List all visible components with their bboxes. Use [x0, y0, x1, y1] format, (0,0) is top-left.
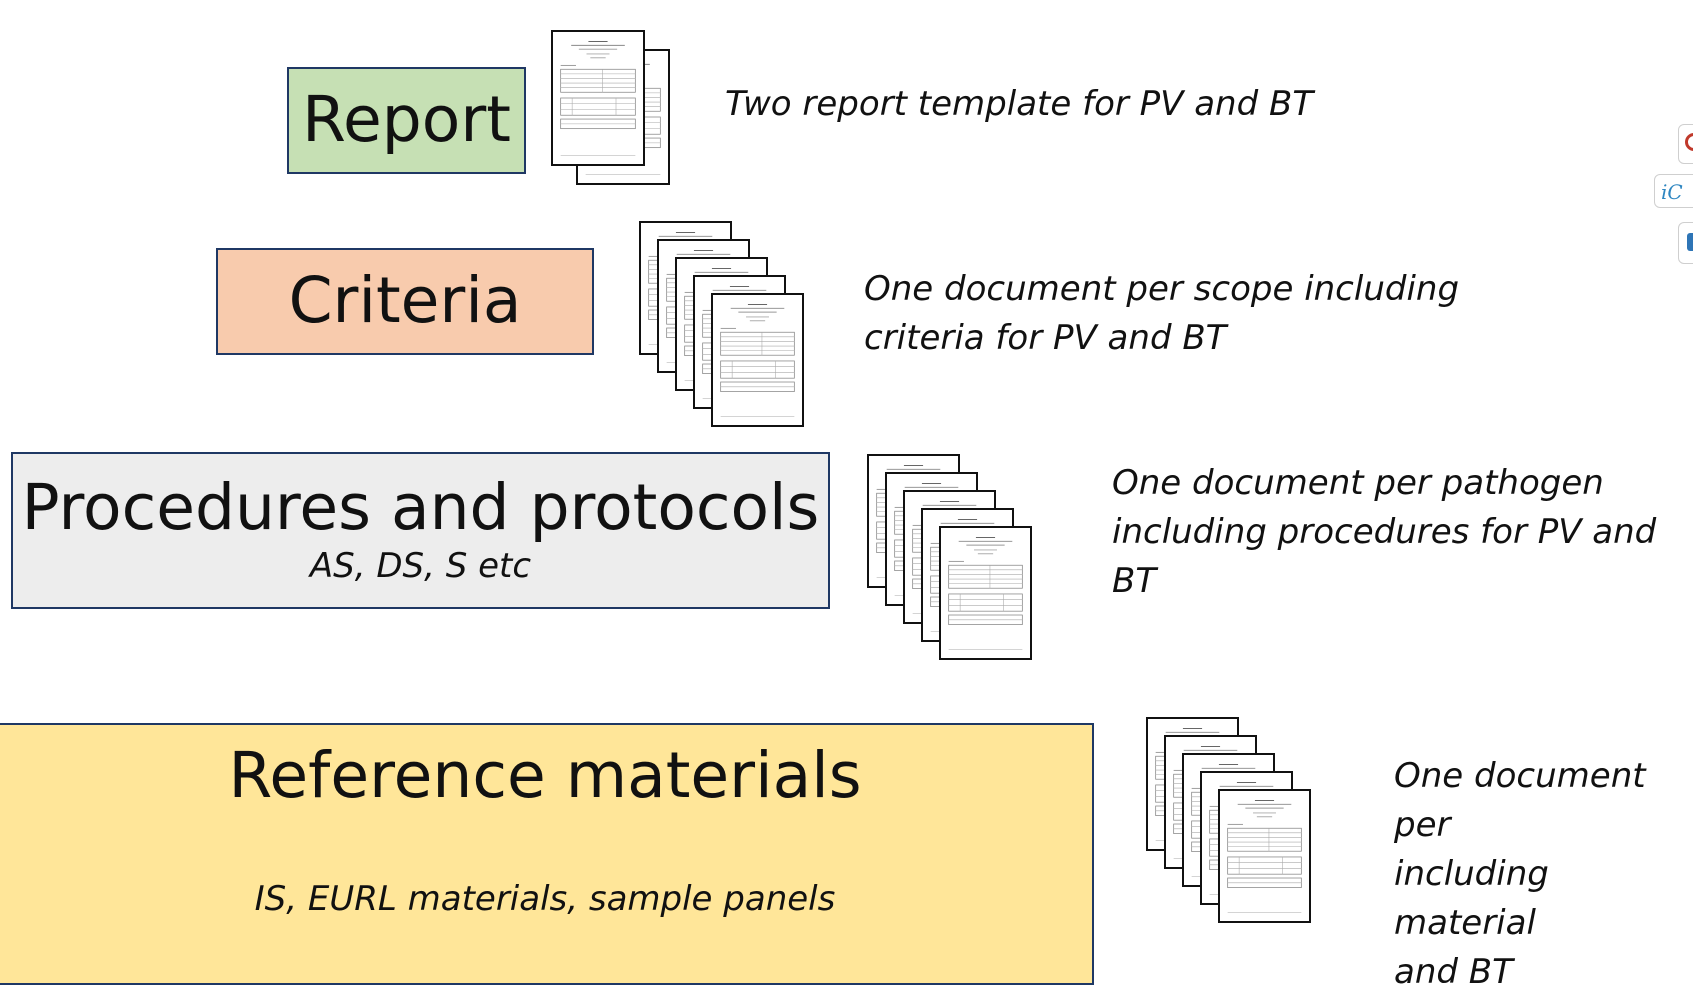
criteria-title: Criteria: [288, 264, 522, 338]
document-page-icon: [939, 526, 1032, 660]
reference-materials-description: One document per including material and …: [1394, 756, 1646, 992]
report-description: Two report template for PV and BT: [725, 84, 1314, 124]
criteria-description: One document per scope including criteri…: [864, 269, 1460, 358]
procedures-box: Procedures and protocols AS, DS, S etc: [11, 452, 830, 609]
reference-materials-box: Reference materials IS, EURL materials, …: [0, 723, 1094, 985]
edge-logos: iC: [1650, 124, 1693, 264]
document-page-icon: [711, 293, 804, 427]
reference-materials-title: Reference materials: [228, 739, 862, 812]
reference-materials-subtitle: IS, EURL materials, sample panels: [254, 879, 836, 920]
procedures-title: Procedures and protocols: [21, 471, 820, 545]
report-box: Report: [287, 67, 526, 174]
logo-fragment: [1678, 222, 1693, 264]
procedures-description: One document per pathogen including proc…: [1112, 463, 1657, 601]
logo-fragment: iC: [1654, 174, 1693, 208]
document-page-icon: [551, 30, 645, 166]
procedures-subtitle: AS, DS, S etc: [309, 545, 532, 586]
report-title: Report: [302, 83, 511, 157]
logo-fragment: [1678, 124, 1693, 164]
document-page-icon: [1218, 789, 1311, 923]
criteria-box: Criteria: [216, 248, 594, 355]
